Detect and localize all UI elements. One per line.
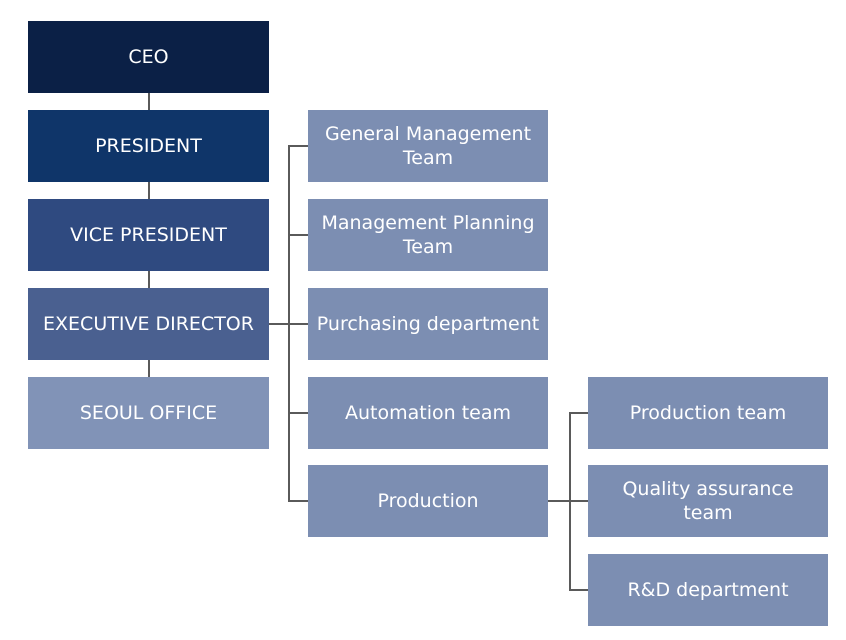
vice-president-box: VICE PRESIDENT — [28, 199, 269, 271]
connector-prod-qa — [569, 500, 588, 502]
quality-assurance-team-label: Quality assurance team — [622, 478, 794, 524]
connector-team-gm — [288, 145, 308, 147]
president-label: PRESIDENT — [95, 135, 202, 157]
connector-ed-seoul — [148, 360, 150, 377]
purchasing-department-box: Purchasing department — [308, 288, 548, 360]
rnd-department-box: R&D department — [588, 554, 828, 626]
quality-assurance-team-box: Quality assurance team — [588, 465, 828, 537]
automation-team-box: Automation team — [308, 377, 548, 449]
executive-director-label: EXECUTIVE DIRECTOR — [43, 313, 254, 335]
executive-director-box: EXECUTIVE DIRECTOR — [28, 288, 269, 360]
connector-president-vp — [148, 182, 150, 199]
president-box: PRESIDENT — [28, 110, 269, 182]
production-team-box: Production team — [588, 377, 828, 449]
automation-team-label: Automation team — [345, 402, 511, 424]
connector-team-pur — [288, 323, 308, 325]
connector-ed-branch — [269, 323, 289, 325]
connector-team-auto — [288, 412, 308, 414]
ceo-box: CEO — [28, 21, 269, 93]
connector-team-prod — [288, 500, 308, 502]
connector-prod-pt — [569, 412, 588, 414]
production-label: Production — [377, 490, 479, 512]
general-management-team-box: General Management Team — [308, 110, 548, 182]
management-planning-team-label: Management Planning Team — [321, 212, 535, 258]
purchasing-department-label: Purchasing department — [316, 313, 540, 335]
seoul-office-box: SEOUL OFFICE — [28, 377, 269, 449]
management-planning-team-box: Management Planning Team — [308, 199, 548, 271]
production-team-label: Production team — [629, 402, 787, 424]
production-box: Production — [308, 465, 548, 537]
connector-prod-rd — [569, 589, 588, 591]
general-management-team-label: General Management Team — [324, 123, 532, 169]
connector-team-mp — [288, 234, 308, 236]
vice-president-label: VICE PRESIDENT — [70, 224, 227, 246]
connector-ceo-president — [148, 93, 150, 110]
seoul-office-label: SEOUL OFFICE — [79, 402, 218, 424]
connector-prod-branch — [548, 500, 570, 502]
ceo-label: CEO — [128, 46, 169, 68]
rnd-department-label: R&D department — [627, 579, 789, 601]
connector-vp-ed — [148, 271, 150, 288]
